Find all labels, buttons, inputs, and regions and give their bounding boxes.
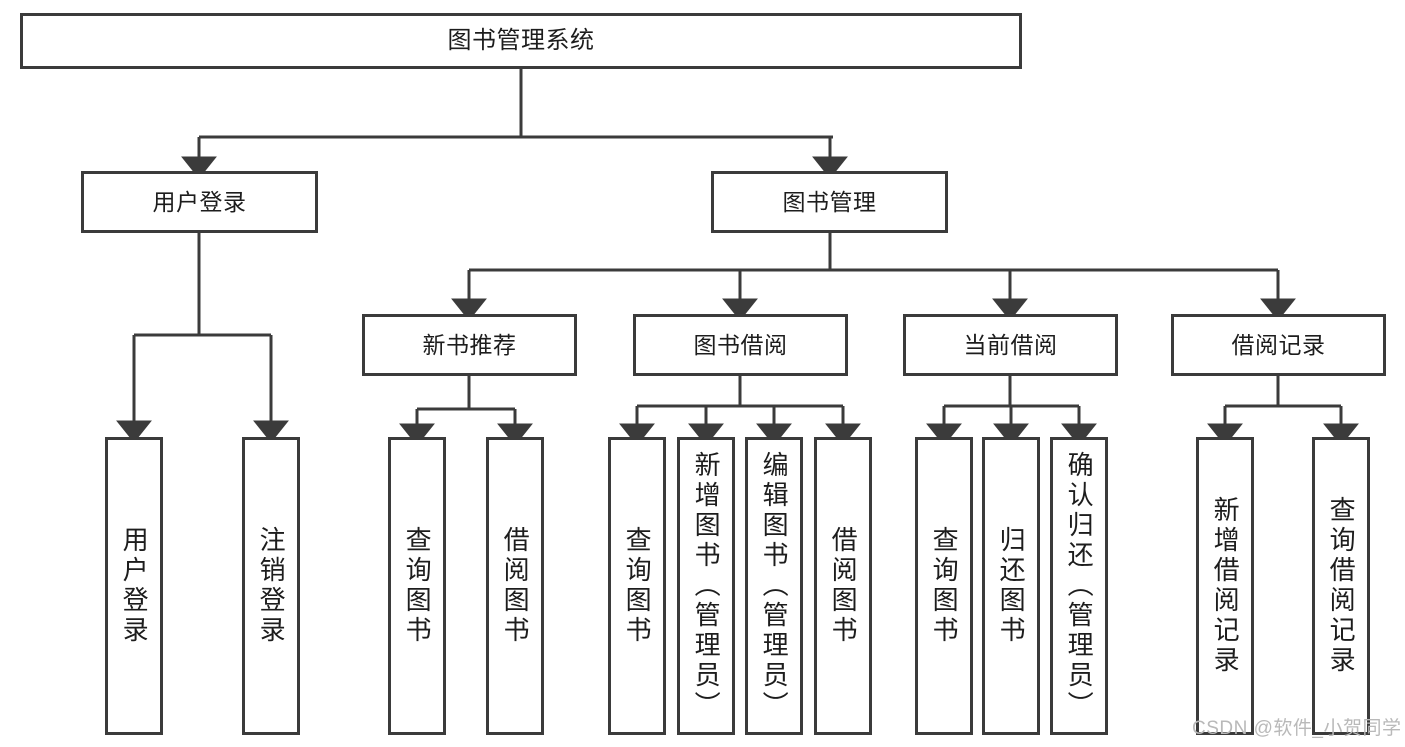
leaf-label: 查询图书 [929, 526, 960, 646]
node-book-borrow-label: 图书借阅 [693, 331, 788, 358]
leaf-current-borrow-query[interactable]: 查询图书 [915, 437, 973, 735]
leaf-book-borrow-lend[interactable]: 借阅图书 [814, 437, 872, 735]
leaf-user-login-signout[interactable]: 注销登录 [242, 437, 300, 735]
node-root-system[interactable]: 图书管理系统 [20, 13, 1022, 69]
leaf-borrow-record-add[interactable]: 新增借阅记录 [1196, 437, 1254, 735]
leaf-label: 确认归还（管理员） [1064, 451, 1095, 721]
leaf-label: 查询图书 [622, 526, 653, 646]
node-current-borrow[interactable]: 当前借阅 [903, 314, 1118, 376]
leaf-new-book-query[interactable]: 查询图书 [388, 437, 446, 735]
node-book-management-label: 图书管理 [782, 188, 877, 215]
leaf-label: 借阅图书 [500, 526, 531, 646]
csdn-watermark: CSDN @软件_小贺同学 [1192, 718, 1402, 739]
node-borrow-record[interactable]: 借阅记录 [1171, 314, 1386, 376]
leaf-label: 新增借阅记录 [1210, 496, 1241, 676]
leaf-label: 查询图书 [402, 526, 433, 646]
leaf-label: 归还图书 [996, 526, 1027, 646]
leaf-label: 新增图书（管理员） [691, 451, 722, 721]
node-new-book-recommend-label: 新书推荐 [422, 331, 517, 358]
node-user-login-label: 用户登录 [152, 188, 247, 215]
leaf-label: 用户登录 [119, 526, 150, 646]
leaf-new-book-borrow[interactable]: 借阅图书 [486, 437, 544, 735]
leaf-current-borrow-confirm[interactable]: 确认归还（管理员） [1050, 437, 1108, 735]
node-root-label: 图书管理系统 [447, 27, 595, 55]
leaf-label: 查询借阅记录 [1326, 496, 1357, 676]
node-current-borrow-label: 当前借阅 [963, 331, 1058, 358]
leaf-book-borrow-add[interactable]: 新增图书（管理员） [677, 437, 735, 735]
leaf-label: 编辑图书（管理员） [759, 451, 790, 721]
leaf-current-borrow-return[interactable]: 归还图书 [982, 437, 1040, 735]
leaf-label: 借阅图书 [828, 526, 859, 646]
node-user-login[interactable]: 用户登录 [81, 171, 318, 233]
node-new-book-recommend[interactable]: 新书推荐 [362, 314, 577, 376]
node-book-management[interactable]: 图书管理 [711, 171, 948, 233]
leaf-book-borrow-edit[interactable]: 编辑图书（管理员） [745, 437, 803, 735]
node-borrow-record-label: 借阅记录 [1231, 331, 1326, 358]
leaf-borrow-record-query[interactable]: 查询借阅记录 [1312, 437, 1370, 735]
leaf-book-borrow-query[interactable]: 查询图书 [608, 437, 666, 735]
leaf-label: 注销登录 [256, 526, 287, 646]
leaf-user-login-signin[interactable]: 用户登录 [105, 437, 163, 735]
node-book-borrow[interactable]: 图书借阅 [633, 314, 848, 376]
